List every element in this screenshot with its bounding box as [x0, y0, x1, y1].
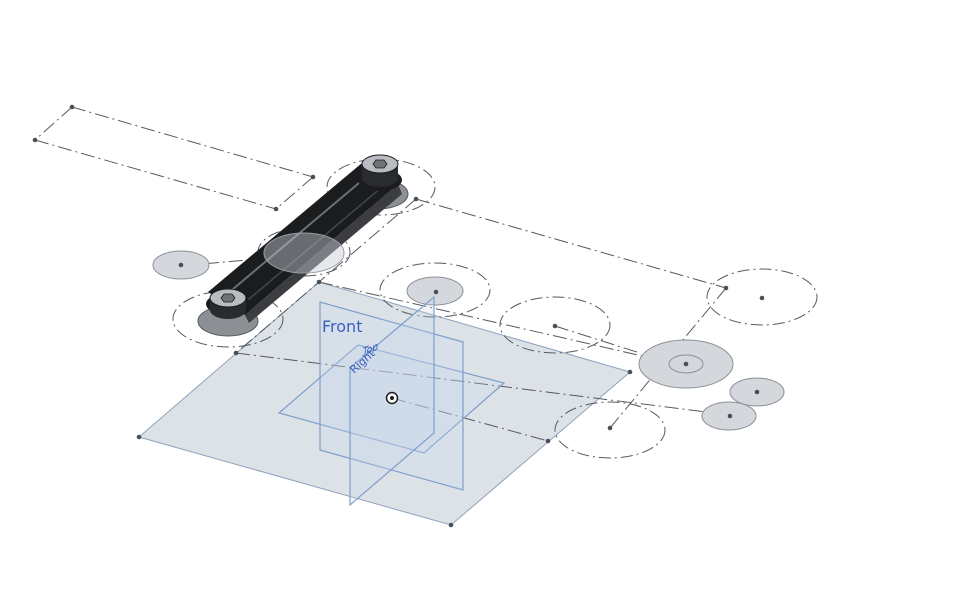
construction-line	[71, 106, 314, 178]
construction-line	[391, 397, 549, 442]
sketch-point	[273, 206, 279, 212]
sketch-circle	[326, 158, 436, 216]
sketch-point	[759, 295, 765, 301]
part-highlight	[219, 171, 373, 301]
sketch-point	[723, 285, 729, 291]
origin-icon[interactable]	[385, 391, 399, 405]
construction-line	[554, 325, 641, 354]
sketch-point	[310, 174, 316, 180]
construction-line	[34, 139, 277, 210]
front-plane-label: Front	[322, 317, 362, 336]
sketch-point	[448, 522, 454, 528]
part-hub-overlay	[263, 232, 345, 274]
sketch-point	[683, 361, 689, 367]
sketch-disc	[668, 354, 704, 374]
sketch-point	[727, 413, 733, 419]
sketch-point	[413, 196, 419, 202]
sketch-point	[178, 262, 184, 268]
sketch-point	[316, 279, 322, 285]
construction-line	[275, 176, 314, 210]
link-part[interactable]	[197, 154, 409, 337]
sketch-point	[607, 425, 613, 431]
part-body-edge	[245, 184, 402, 323]
sketch-circle	[499, 296, 611, 354]
construction-line	[235, 352, 731, 416]
construction-line	[235, 198, 417, 354]
sketch-point	[552, 323, 558, 329]
sketch-points[interactable]	[32, 104, 765, 528]
sketch-circle	[379, 262, 491, 318]
construction-lines[interactable]	[34, 106, 731, 442]
construction-line	[34, 106, 73, 141]
part-body	[208, 163, 398, 315]
part-highlight	[235, 181, 389, 311]
sketch-point	[754, 389, 760, 395]
sketch-point	[433, 289, 439, 295]
construction-line	[415, 198, 727, 289]
sketch-point	[69, 104, 75, 110]
screw-head-icon[interactable]	[209, 288, 247, 319]
screw-head-icon[interactable]	[361, 154, 399, 187]
sketch-point	[545, 438, 551, 444]
sketch-discs[interactable]	[152, 250, 785, 431]
sketch-point	[627, 369, 633, 375]
sketch-circle	[706, 268, 818, 326]
sketch-point	[233, 350, 239, 356]
sketch-point	[136, 434, 142, 440]
sketch-circle	[554, 401, 666, 459]
construction-line	[318, 281, 687, 367]
sketch-point	[32, 137, 38, 143]
